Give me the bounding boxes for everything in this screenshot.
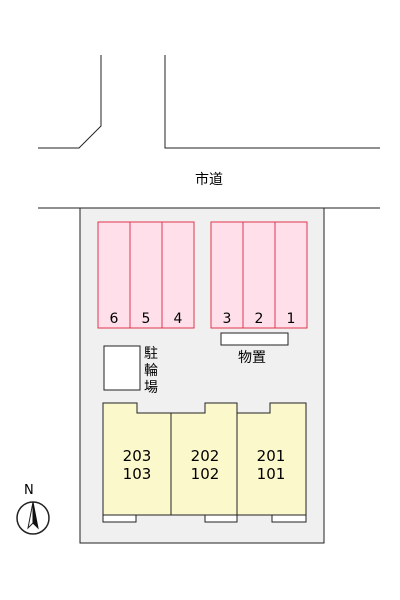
parking-slot-label-2: 2 bbox=[254, 311, 264, 327]
parking-slot-label-1: 1 bbox=[286, 311, 296, 327]
parking-slot-label-6: 6 bbox=[109, 311, 119, 327]
parking-slot-1 bbox=[274, 221, 308, 329]
unit-number-102: 102 bbox=[190, 465, 220, 483]
parking-slot-5 bbox=[129, 221, 163, 329]
street-corner-left bbox=[38, 55, 102, 149]
compass-north-icon bbox=[16, 501, 50, 535]
unit-number-103: 103 bbox=[122, 465, 152, 483]
parking-area bbox=[97, 221, 308, 329]
parking-slot-6 bbox=[97, 221, 131, 329]
step-202-102 bbox=[204, 514, 238, 523]
unit-number-202: 202 bbox=[190, 447, 220, 465]
street-corner-right bbox=[164, 55, 380, 149]
bike-parking-label: 駐輪場 bbox=[144, 346, 158, 396]
unit-number-101: 101 bbox=[256, 465, 286, 483]
parking-slot-label-4: 4 bbox=[173, 311, 183, 327]
bike-parking-box bbox=[103, 345, 141, 391]
unit-label-center: 202 102 bbox=[172, 447, 238, 483]
unit-number-201: 201 bbox=[256, 447, 286, 465]
storage-box bbox=[220, 332, 289, 346]
unit-number-203: 203 bbox=[122, 447, 152, 465]
north-label: N bbox=[24, 483, 34, 498]
parking-slot-2 bbox=[242, 221, 276, 329]
step-203-103 bbox=[102, 514, 137, 523]
step-201-101 bbox=[271, 514, 307, 523]
unit-label-left: 203 103 bbox=[104, 447, 170, 483]
parking-slot-4 bbox=[161, 221, 195, 329]
parking-slot-label-5: 5 bbox=[141, 311, 151, 327]
storage-label: 物置 bbox=[238, 350, 266, 366]
unit-202-102 bbox=[170, 402, 238, 516]
entrance-steps bbox=[102, 514, 307, 523]
apartment-building bbox=[102, 402, 307, 516]
road-label: 市道 bbox=[195, 172, 223, 188]
parking-slot-label-3: 3 bbox=[222, 311, 232, 327]
unit-label-right: 201 101 bbox=[238, 447, 304, 483]
upper-streets bbox=[38, 55, 380, 149]
